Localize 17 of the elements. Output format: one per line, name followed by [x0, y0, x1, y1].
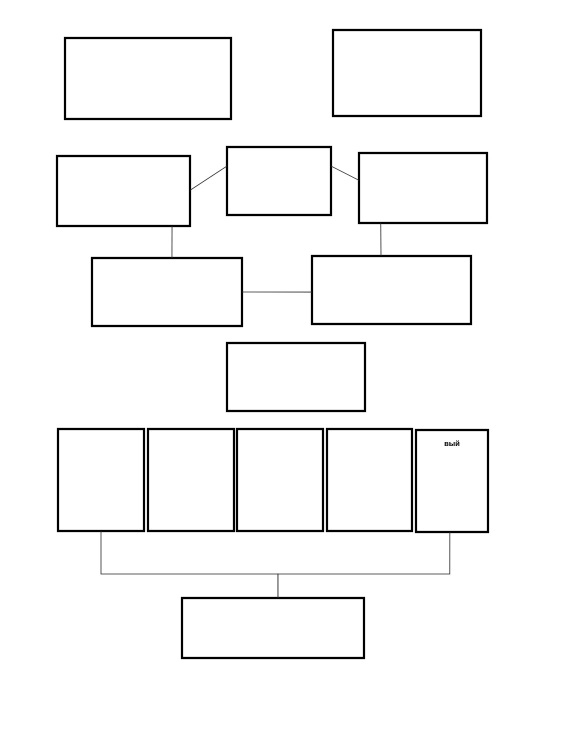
empty-box — [226, 146, 332, 216]
empty-box — [236, 428, 324, 532]
connector-line — [278, 532, 450, 598]
empty-box — [90, 256, 244, 328]
empty-box — [56, 154, 192, 228]
empty-box — [310, 254, 472, 326]
empty-box — [358, 152, 488, 224]
empty-box — [180, 596, 366, 660]
connector-line — [330, 166, 360, 181]
empty-box — [64, 36, 232, 120]
empty-box — [226, 342, 366, 412]
empty-box — [332, 28, 482, 118]
empty-box — [146, 428, 236, 532]
empty-box — [56, 428, 146, 532]
connector-line — [190, 166, 228, 191]
connector-line — [380, 222, 382, 256]
empty-box — [326, 428, 414, 532]
